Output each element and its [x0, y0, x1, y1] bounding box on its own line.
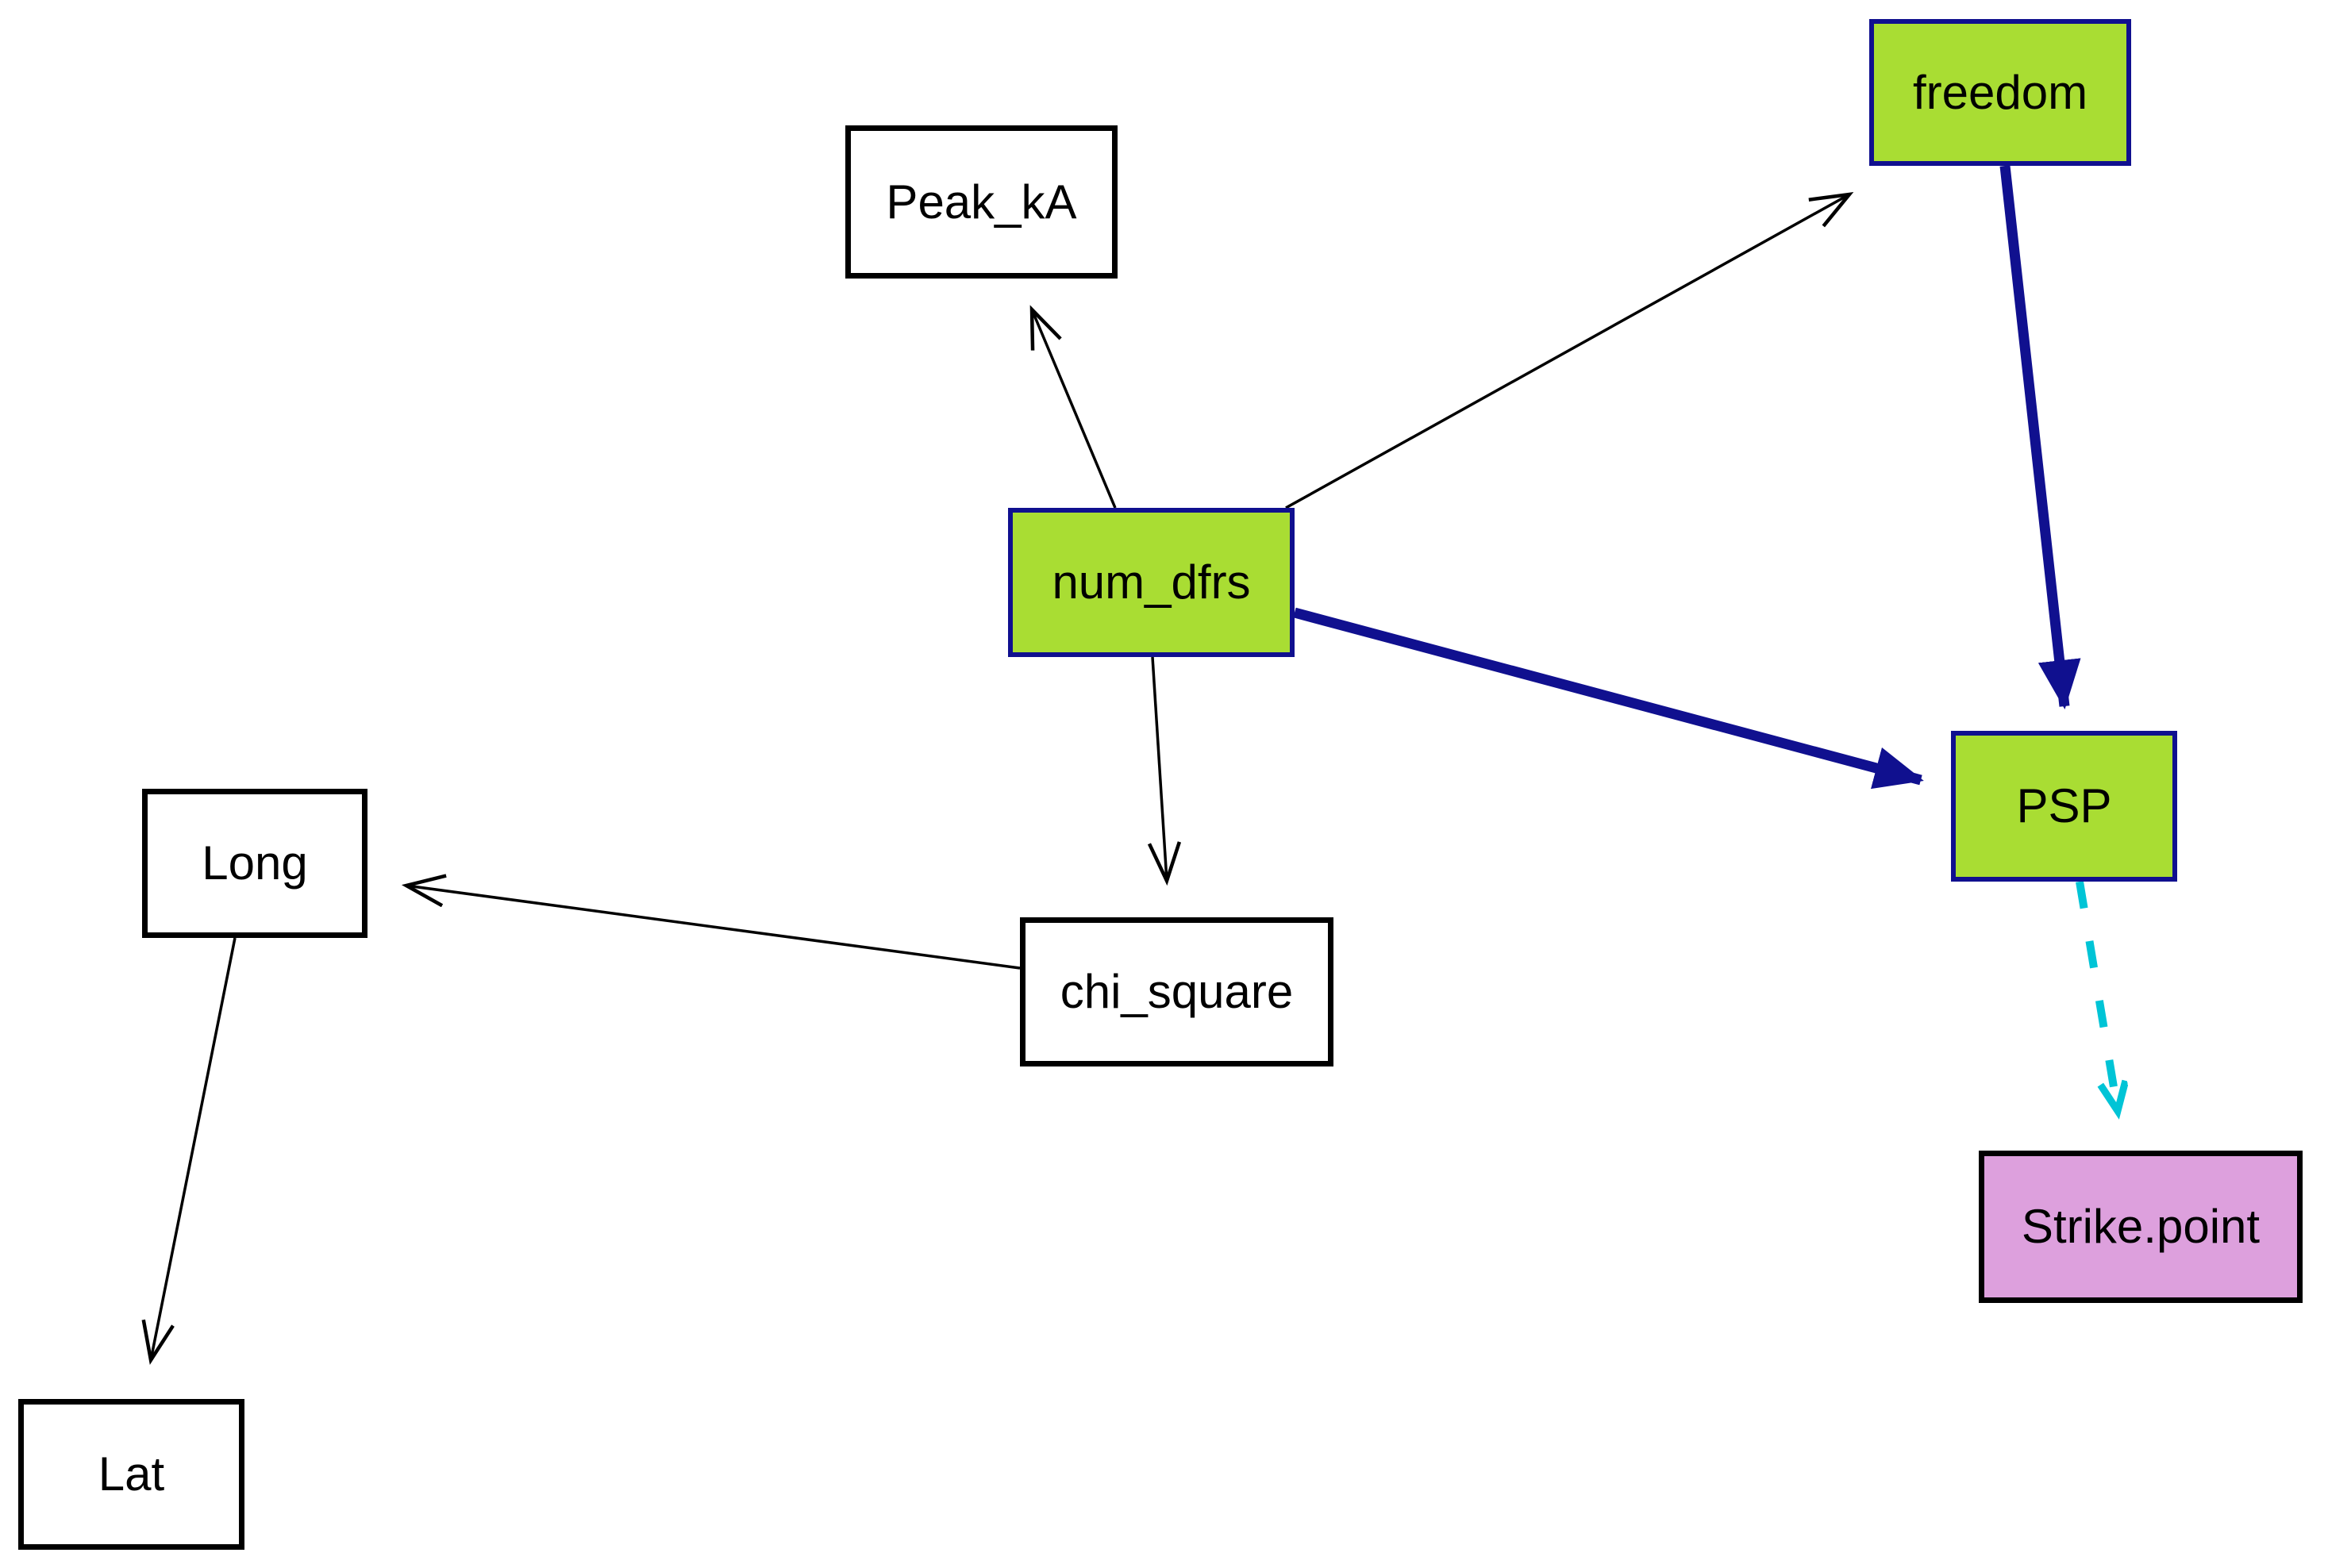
edge-numdfrs-chisquare — [1152, 656, 1167, 881]
node-strike-point-label: Strike.point — [2021, 1200, 2261, 1253]
node-strike-point: Strike.point — [1979, 1151, 2303, 1303]
node-psp-label: PSP — [2016, 779, 2112, 832]
edge-numdfrs-psp — [1293, 607, 1924, 790]
node-chi-square: chi_square — [1020, 917, 1333, 1066]
edge-freedom-psp — [1999, 165, 2081, 709]
node-lat: Lat — [18, 1399, 244, 1550]
edge-numdfrs-freedom — [1285, 194, 1849, 509]
node-chi-square-label: chi_square — [1060, 965, 1294, 1018]
node-peak-ka: Peak_kA — [845, 125, 1118, 279]
node-peak-ka-label: Peak_kA — [886, 175, 1077, 229]
edge-chisquare-long — [406, 886, 1021, 970]
node-long-label: Long — [202, 836, 308, 890]
node-long: Long — [142, 789, 367, 938]
node-lat-label: Lat — [98, 1447, 165, 1501]
edge-numdfrs-peakka — [1032, 309, 1117, 509]
node-psp: PSP — [1951, 731, 2177, 882]
node-freedom-label: freedom — [1912, 65, 2088, 119]
edge-psp-strikepoint — [2076, 881, 2118, 1111]
edge-long-lat — [151, 937, 237, 1360]
node-num-dfrs-label: num_dfrs — [1052, 555, 1251, 609]
node-num-dfrs: num_dfrs — [1008, 508, 1295, 657]
node-freedom: freedom — [1869, 19, 2131, 166]
